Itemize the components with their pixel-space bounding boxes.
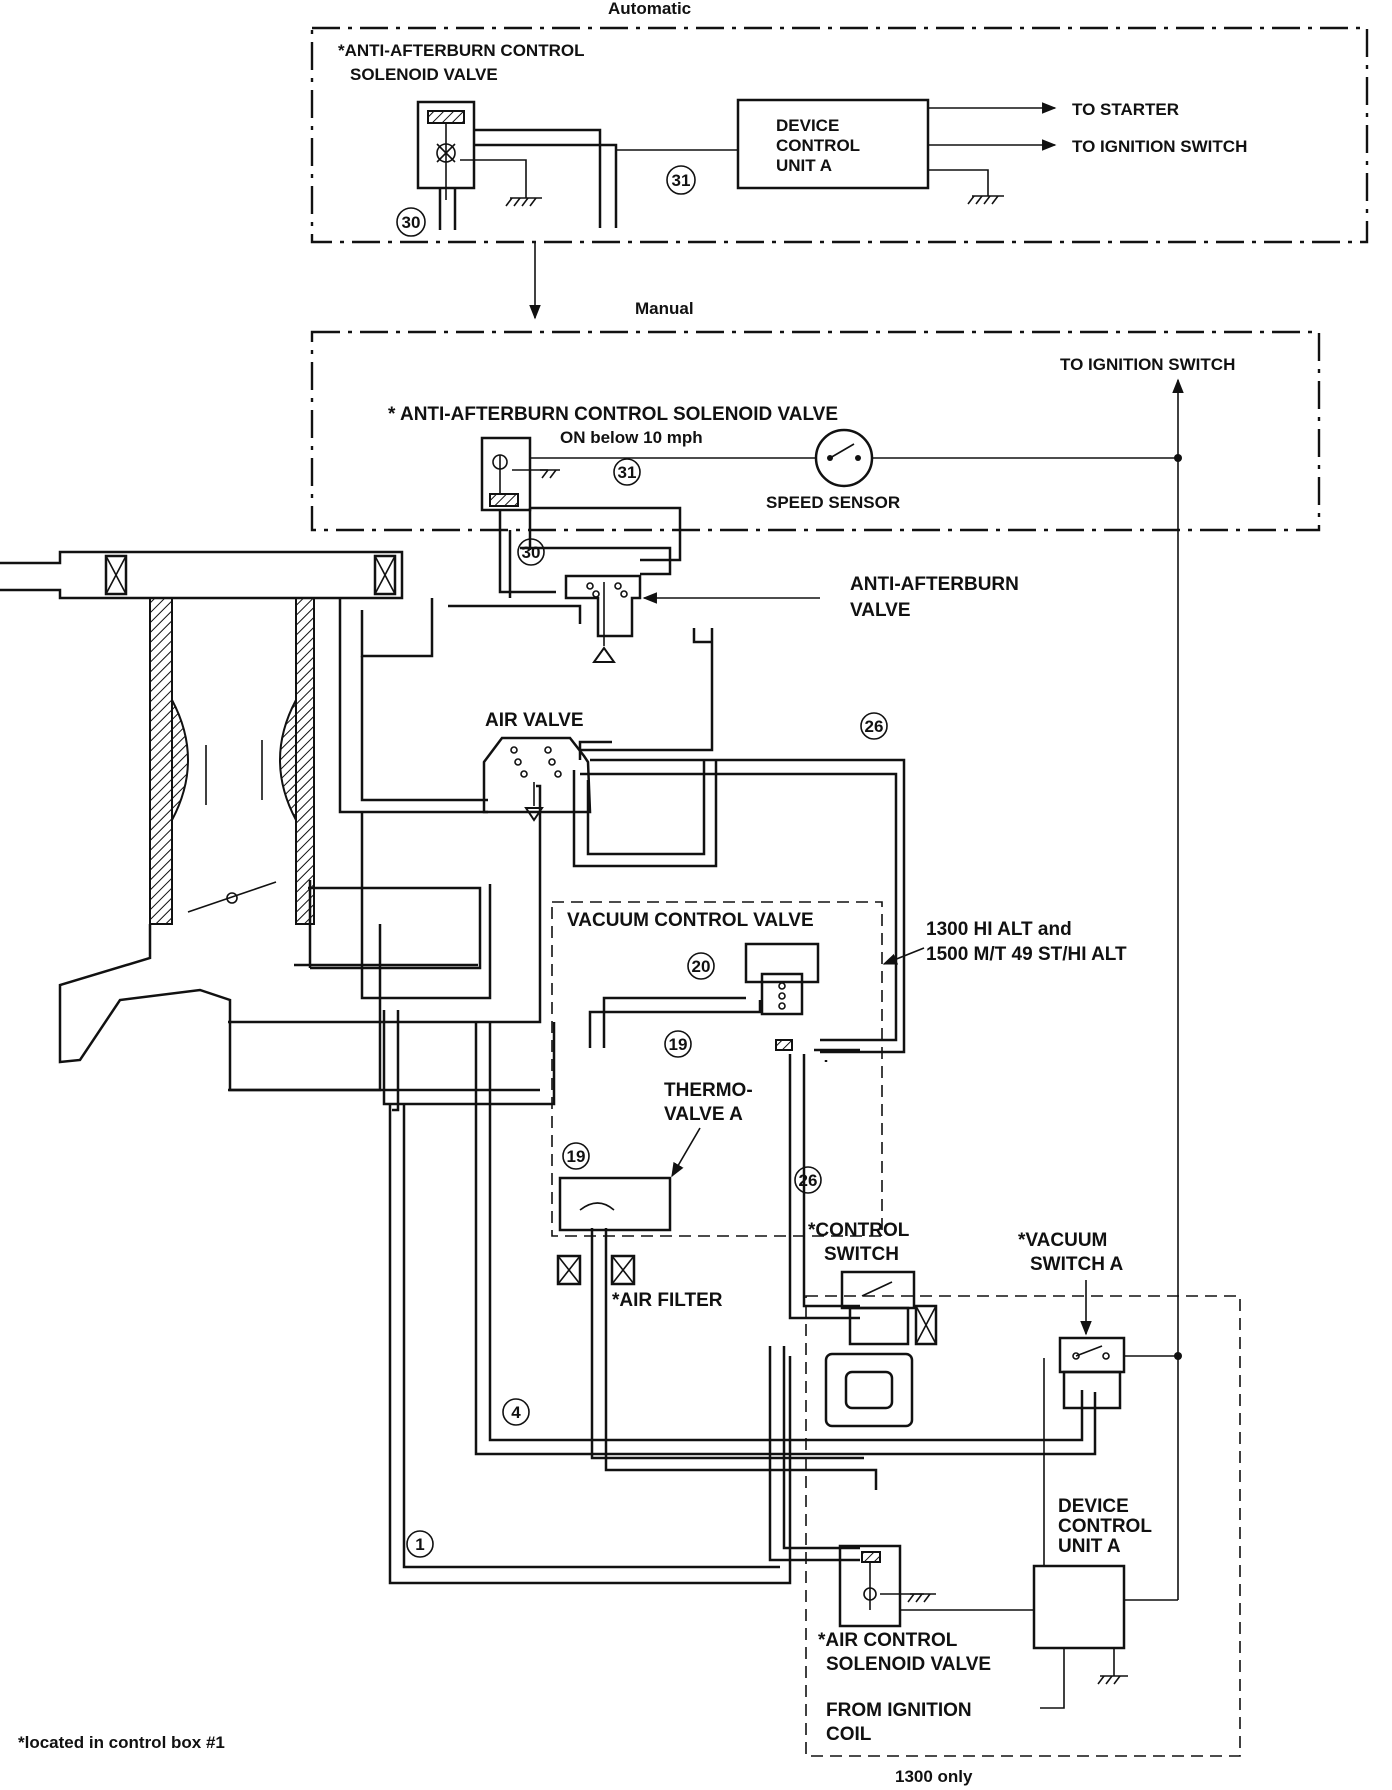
num-26-top: 26 <box>865 717 884 736</box>
air-control-solenoid-valve <box>838 1544 902 1628</box>
vacuum-control-valve-label: VACUUM CONTROL VALVE <box>567 910 814 931</box>
ground-icon <box>1097 1675 1128 1685</box>
speed-sensor-label: SPEED SENSOR <box>766 493 900 512</box>
vacuum-hoses <box>228 506 1097 1585</box>
1300-only-label: 1300 only <box>895 1767 973 1786</box>
air-valve-label: AIR VALVE <box>485 710 584 731</box>
manual-solenoid-label: * ANTI-AFTERBURN CONTROL SOLENOID VALVE <box>388 404 838 425</box>
vacuum-control-valve-box <box>551 901 883 1237</box>
device2-label-2: CONTROL <box>1058 1516 1152 1537</box>
anti-afterburn-label-1: ANTI-AFTERBURN <box>850 574 1019 595</box>
num-1: 1 <box>415 1535 424 1554</box>
thermo-valve-label-2: VALVE A <box>664 1104 743 1125</box>
vacuum-switch-a <box>1058 1336 1126 1410</box>
1300-only-box <box>805 1295 1241 1757</box>
auto-solenoid-label-2: SOLENOID VALVE <box>350 65 498 84</box>
num-4: 4 <box>511 1403 521 1422</box>
manual-to-ignition-label: TO IGNITION SWITCH <box>1060 355 1235 374</box>
automatic-box: Automatic *ANTI-AFTERBURN CONTROL SOLENO… <box>310 0 1369 244</box>
speed-sensor-switch-icon <box>814 428 874 488</box>
device2-label-1: DEVICE <box>1058 1496 1129 1517</box>
from-ignition-label-1: FROM IGNITION <box>826 1700 972 1721</box>
vacuum-switch-label-2: SWITCH A <box>1030 1254 1124 1275</box>
air-filter-label: *AIR FILTER <box>612 1290 723 1311</box>
air-control-label-2: SOLENOID VALVE <box>826 1654 991 1675</box>
automatic-title: Automatic <box>608 0 691 18</box>
ground-icon <box>907 1593 936 1603</box>
manual-num-31: 31 <box>618 463 637 482</box>
svg-text:CONTROL: CONTROL <box>776 136 860 155</box>
to-starter-label: TO STARTER <box>1072 100 1179 119</box>
manual-title: Manual <box>635 299 694 318</box>
air-filter <box>556 1254 636 1286</box>
control-switch <box>824 1270 938 1428</box>
num-26-mid: 26 <box>799 1171 818 1190</box>
svg-text:UNIT A: UNIT A <box>776 156 832 175</box>
anti-afterburn-label-2: VALVE <box>850 600 911 621</box>
auto-to-ignition-label: TO IGNITION SWITCH <box>1072 137 1247 156</box>
device-control-unit-2 <box>1032 1564 1126 1650</box>
from-ignition-label-2: COIL <box>826 1724 872 1745</box>
air-control-label-1: *AIR CONTROL <box>818 1630 958 1651</box>
note-line-2: 1500 M/T 49 ST/HI ALT <box>926 944 1127 965</box>
vacuum-switch-label-1: *VACUUM <box>1018 1230 1107 1251</box>
vacuum-control-valve <box>744 942 820 1051</box>
air-valve <box>482 736 592 822</box>
carburetor-body <box>0 550 404 1092</box>
control-switch-label-2: SWITCH <box>824 1244 899 1265</box>
svg-text:DEVICE: DEVICE <box>776 116 839 135</box>
footnote: *located in control box #1 <box>18 1733 225 1752</box>
ground-icon <box>505 197 542 207</box>
num-19-a: 19 <box>669 1035 688 1054</box>
auto-solenoid-valve <box>416 100 476 230</box>
manual-box: Manual TO IGNITION SWITCH * ANTI-AFTERBU… <box>310 299 1321 532</box>
anti-afterburn-valve <box>564 574 642 663</box>
auto-device-control-unit: DEVICE CONTROL UNIT A <box>736 98 930 190</box>
control-switch-label-1: *CONTROL <box>808 1220 910 1241</box>
ground-icon <box>967 195 1004 205</box>
thermo-valve-a <box>558 1176 672 1232</box>
auto-num-30: 30 <box>402 213 421 232</box>
manual-num-30: 30 <box>522 543 541 562</box>
auto-num-31: 31 <box>672 171 691 190</box>
device2-label-3: UNIT A <box>1058 1536 1121 1557</box>
on-below-label: ON below 10 mph <box>560 428 703 447</box>
thermo-valve-label-1: THERMO- <box>664 1080 753 1101</box>
num-19-b: 19 <box>567 1147 586 1166</box>
manual-solenoid-valve <box>480 436 532 512</box>
note-line-1: 1300 HI ALT and <box>926 919 1072 940</box>
auto-solenoid-label-1: *ANTI-AFTERBURN CONTROL <box>338 41 584 60</box>
num-20: 20 <box>692 957 711 976</box>
